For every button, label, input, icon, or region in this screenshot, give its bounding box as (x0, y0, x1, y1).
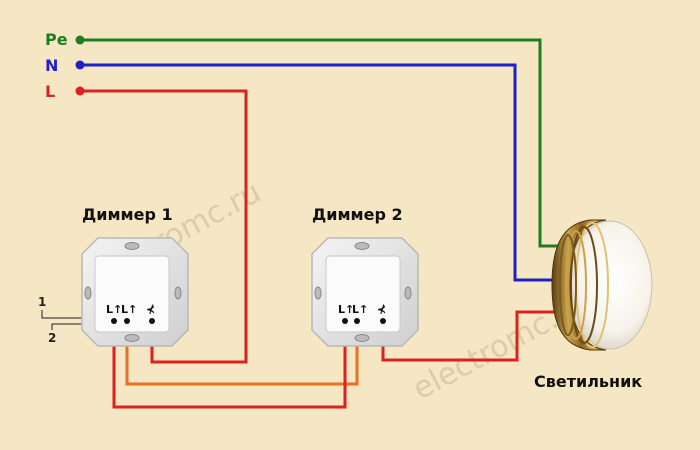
dimmer-2-terminal-dot (354, 318, 360, 324)
callout-1: 1 (38, 295, 46, 309)
traveler-wire-red (112, 322, 347, 409)
dimmer-2-screw-left (314, 286, 322, 300)
dimmer-1-output-symbol: ⊀ (146, 303, 155, 316)
dimmer-2-face (325, 255, 401, 333)
lamp-brass-ring (570, 226, 598, 344)
dimmer-2-screw-bottom (354, 334, 370, 342)
dimmer-1-terminal-2: L↑ (121, 303, 137, 316)
dimmer-2-terminal-dot (380, 318, 386, 324)
pe-wire (80, 38, 562, 248)
dimmer-2-screw-top (354, 242, 370, 250)
dimmer-1-screw-bottom (124, 334, 140, 342)
l-label: L (45, 82, 55, 101)
dimmer-1-terminal-dot (149, 318, 155, 324)
n-terminal-dot (75, 60, 85, 70)
dimmer-1-screw-right (174, 286, 182, 300)
lamp-fixture (551, 219, 653, 351)
dimmer-2-title: Диммер 2 (312, 205, 403, 224)
n-label: N (45, 56, 58, 75)
dimmer-1-screw-top (124, 242, 140, 250)
l-wire (80, 89, 248, 364)
dimmer-1-screw-left (84, 286, 92, 300)
dimmer-1-face (94, 255, 170, 333)
dimmer-2-output-symbol: ⊀ (377, 303, 386, 316)
dimmer-1-title: Диммер 1 (82, 205, 173, 224)
dimmer-2-screw-right (404, 286, 412, 300)
l-terminal-dot (75, 86, 85, 96)
dimmer-2: Диммер 2 L↑ L↑ ⊀ (311, 205, 419, 347)
lamp-feed-wire (381, 310, 562, 362)
dimmer-2-terminal-1: L↑ (338, 303, 354, 316)
dimmer-1-terminal-1: L↑ (106, 303, 122, 316)
n-wire (80, 63, 562, 282)
pe-label: Pe (45, 30, 68, 49)
traveler-wire-orange (125, 322, 359, 386)
dimmer-1-terminal-dot (111, 318, 117, 324)
lamp-label: Светильник (534, 372, 642, 391)
pe-terminal-dot (75, 35, 85, 45)
lamp-brass-ring (559, 234, 577, 336)
lamp-brass-ring (565, 230, 587, 340)
dimmer-1: Диммер 1 L↑ L↑ ⊀ (81, 205, 189, 347)
dimmer-1-terminal-dot (124, 318, 130, 324)
dimmer-2-terminal-dot (342, 318, 348, 324)
callout-2: 2 (48, 331, 56, 345)
dimmer-2-terminal-2: L↑ (352, 303, 368, 316)
